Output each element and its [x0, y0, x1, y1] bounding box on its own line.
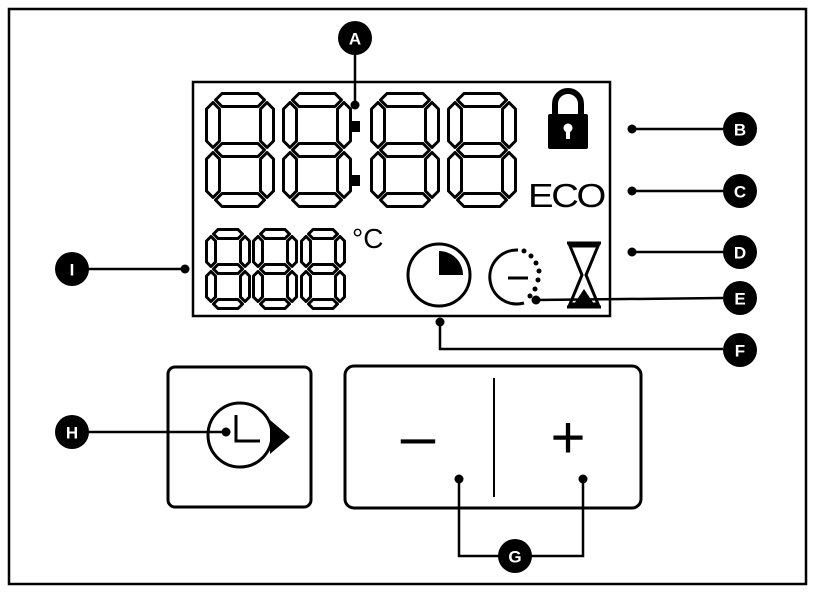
segment-g [212, 263, 244, 275]
clock-button[interactable] [166, 365, 313, 509]
clock-digits [205, 92, 517, 208]
segment-c [334, 270, 346, 303]
segment-d [259, 298, 291, 310]
segment-d [307, 298, 339, 310]
plus-button[interactable]: + [495, 368, 639, 506]
callout-d: D [723, 235, 757, 269]
segment-g [259, 263, 291, 275]
segment-b [336, 101, 352, 149]
temp-digit-1 [205, 228, 251, 310]
segment-d [212, 298, 244, 310]
segment-b [286, 235, 298, 268]
temp-digit-2 [252, 228, 298, 310]
clock-digit-1 [205, 92, 275, 208]
segment-c [286, 270, 298, 303]
segment-c [424, 151, 440, 199]
segment-b [501, 101, 517, 149]
segment-a [214, 92, 266, 108]
callout-b: B [723, 112, 757, 146]
callout-d-label: D [734, 244, 746, 263]
segment-f [282, 101, 298, 149]
segment-a [379, 92, 431, 108]
temperature-unit: °C [352, 223, 383, 254]
segment-g [379, 142, 431, 158]
minute-minder-icon [488, 248, 542, 306]
segment-f [205, 235, 217, 268]
segment-g [291, 142, 343, 158]
timer-pie-icon [406, 242, 472, 308]
segment-a [307, 228, 339, 240]
callout-e-label: E [734, 290, 745, 309]
clock-digit-3 [370, 92, 440, 208]
segment-b [334, 235, 346, 268]
colon-dot-top [351, 121, 360, 132]
clock-digit-4 [447, 92, 517, 208]
segment-c [501, 151, 517, 199]
segment-c [336, 151, 352, 199]
outer-frame [7, 7, 808, 586]
segment-g [214, 142, 266, 158]
segment-d [456, 192, 508, 208]
leader-lines [82, 46, 724, 558]
segment-c [259, 151, 275, 199]
callout-g-label: G [508, 548, 521, 567]
segment-a [291, 92, 343, 108]
callout-c: C [723, 174, 757, 208]
eco-icon: ECO [528, 177, 608, 214]
eco-label: ECO [528, 177, 606, 214]
callout-a-label: A [349, 30, 361, 49]
segment-e [205, 151, 221, 199]
segment-e [205, 270, 217, 303]
segment-b [259, 101, 275, 149]
segment-g [307, 263, 339, 275]
temperature-digits [205, 228, 346, 310]
callout-i: I [55, 252, 89, 286]
segment-c [239, 270, 251, 303]
minus-button[interactable]: – [347, 368, 493, 506]
segment-a [456, 92, 508, 108]
segment-a [259, 228, 291, 240]
hourglass-icon [567, 241, 601, 309]
segment-f [370, 101, 386, 149]
segment-e [447, 151, 463, 199]
callout-i-label: I [70, 261, 75, 280]
segment-f [252, 235, 264, 268]
callout-f: F [723, 333, 757, 367]
lcd-display [191, 80, 612, 318]
segment-f [205, 101, 221, 149]
clock-digit-2 [282, 92, 352, 208]
plus-label: + [550, 404, 585, 471]
segment-e [370, 151, 386, 199]
minus-label: – [401, 402, 436, 471]
segment-f [447, 101, 463, 149]
leader-dots [180, 100, 637, 484]
callout-h-label: H [66, 424, 78, 443]
segment-d [214, 192, 266, 208]
segment-f [300, 235, 312, 268]
clock-arrow-icon [206, 401, 290, 469]
lock-icon [548, 88, 588, 149]
segment-e [282, 151, 298, 199]
callout-c-label: C [734, 183, 746, 202]
segment-e [300, 270, 312, 303]
callout-g: G [498, 539, 532, 573]
segment-d [291, 192, 343, 208]
segment-a [212, 228, 244, 240]
callout-f-label: F [735, 342, 745, 361]
callout-h: H [55, 415, 89, 449]
segment-d [379, 192, 431, 208]
segment-b [424, 101, 440, 149]
colon-dot-bottom [351, 175, 360, 186]
segment-b [239, 235, 251, 268]
callout-b-label: B [734, 121, 746, 140]
segment-g [456, 142, 508, 158]
callout-a: A [338, 21, 372, 55]
callout-e: E [723, 281, 757, 315]
segment-e [252, 270, 264, 303]
temp-digit-3 [300, 228, 346, 310]
